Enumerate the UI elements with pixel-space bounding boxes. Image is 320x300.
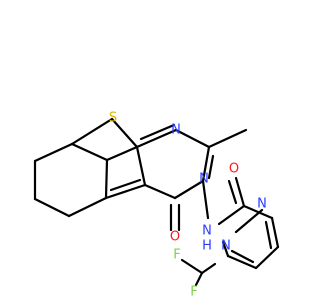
- nitrogen-amide-ring-atom-label: N: [199, 172, 209, 187]
- ring-carbonyl: [169, 203, 181, 232]
- fluorine-2-label: F: [190, 285, 197, 300]
- sulfur-atom-label: S: [109, 111, 117, 126]
- pyrazole-ring: [221, 208, 280, 270]
- oxygen-amide-label: O: [229, 162, 239, 177]
- cyclohexane-ring: [33, 142, 109, 218]
- nitrogen-ring-atom-label: N: [171, 123, 181, 138]
- oxygen-ring-carbonyl-label: O: [170, 230, 180, 245]
- nh-nitrogen-label: N: [202, 224, 212, 239]
- thiophene-ring: [70, 117, 147, 200]
- amide-carbonyl: [227, 176, 246, 208]
- nh-hydrogen-label: H: [202, 239, 212, 254]
- pyrimidinone-ring: [135, 123, 215, 200]
- pyrazole-nitrogen-a-label: N: [257, 197, 267, 212]
- atom-labels: S N N O N H O N N F F: [109, 111, 267, 300]
- molecule-structure-diagram: S N N O N H O N N F F: [33, 111, 280, 300]
- methyl-bond: [207, 128, 248, 149]
- n-n-bond: [201, 179, 210, 220]
- fluorine-1-label: F: [173, 248, 180, 263]
- pyrazole-nitrogen-b-label: N: [221, 239, 231, 254]
- nh-c-bond: [217, 204, 246, 226]
- difluoromethyl-group: [180, 258, 217, 287]
